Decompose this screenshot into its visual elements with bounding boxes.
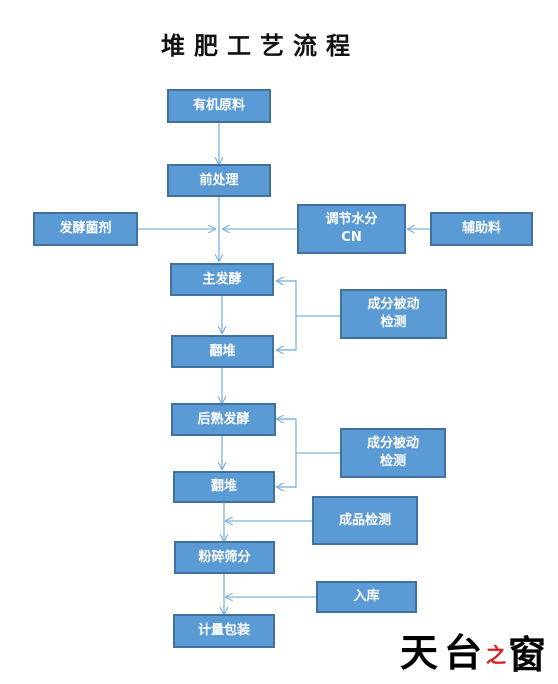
page-title: 堆肥工艺流程 bbox=[161, 31, 359, 60]
node-storage: 入库 bbox=[316, 581, 417, 613]
node-crushing-screening: 粉碎筛分 bbox=[174, 541, 275, 574]
node-auxiliary-material: 辅助料 bbox=[430, 212, 533, 246]
svg-text:台: 台 bbox=[444, 630, 482, 675]
watermark-logo: 天 台 之 窗 bbox=[400, 630, 546, 677]
node-composition-check-1: 成分被动 检测 bbox=[340, 289, 447, 339]
node-post-fermentation: 后熟发酵 bbox=[171, 403, 276, 436]
node-inoculant: 发酵菌剂 bbox=[33, 212, 138, 246]
node-product-check: 成品检测 bbox=[312, 496, 418, 545]
node-main-fermentation: 主发酵 bbox=[170, 263, 274, 296]
check1-bracket bbox=[276, 280, 297, 351]
svg-text:天: 天 bbox=[400, 630, 438, 675]
node-raw-material: 有机原料 bbox=[167, 89, 271, 123]
node-weighing-packing: 计量包装 bbox=[173, 614, 275, 648]
node-adjust-moisture-cn: 调节水分 CN bbox=[297, 204, 406, 254]
node-turning-2: 翻堆 bbox=[173, 471, 275, 503]
node-pretreatment: 前处理 bbox=[167, 164, 271, 197]
svg-text:之: 之 bbox=[486, 643, 506, 667]
check2-bracket bbox=[276, 418, 297, 488]
svg-text:窗: 窗 bbox=[508, 632, 546, 677]
node-composition-check-2: 成分被动 检测 bbox=[340, 428, 446, 478]
node-turning-1: 翻堆 bbox=[171, 335, 274, 368]
